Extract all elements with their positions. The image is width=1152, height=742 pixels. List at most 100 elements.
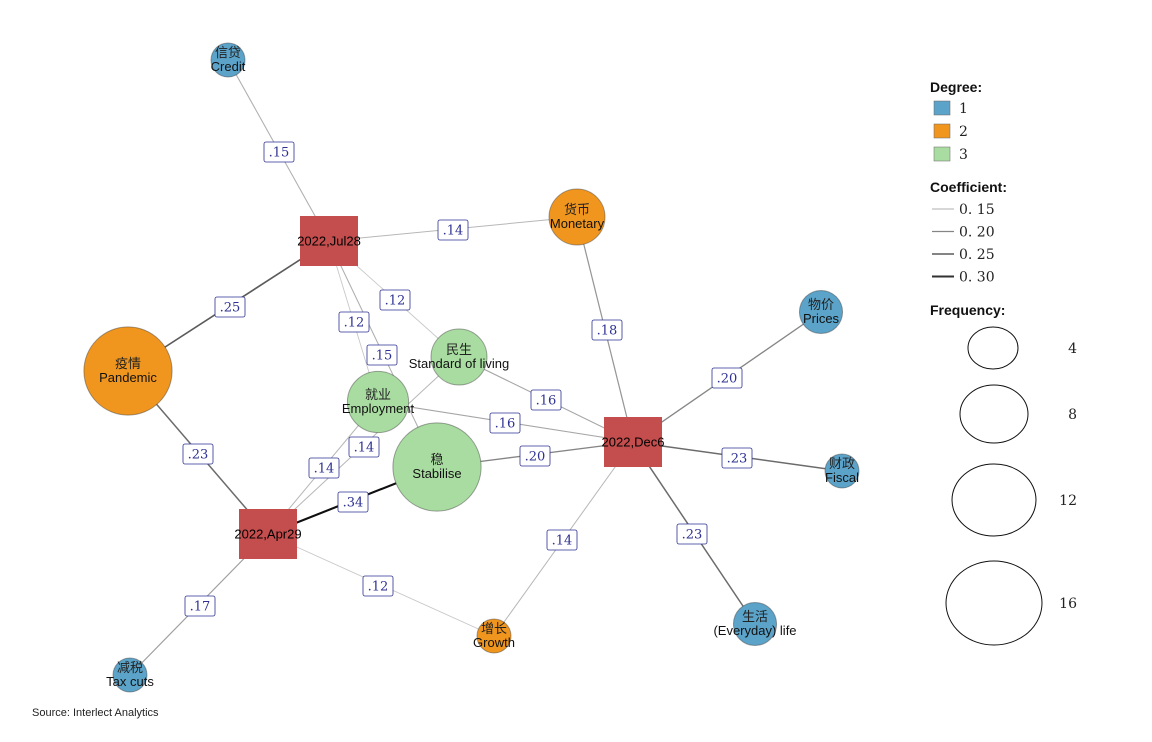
edge-label-text: .17 bbox=[190, 600, 211, 615]
date-node-label: 2022,Apr29 bbox=[234, 527, 301, 542]
edge-label: .14 bbox=[348, 436, 380, 458]
edge-label: .15 bbox=[366, 344, 398, 366]
edge-label: .23 bbox=[676, 523, 708, 545]
node-label-en: Growth bbox=[473, 635, 515, 650]
edge-label-text: .14 bbox=[354, 441, 375, 456]
edge-label-box bbox=[591, 319, 623, 341]
edge-labels-layer: .15.14.25.12.12.15.18.16.16.20.20.23.23.… bbox=[182, 141, 753, 617]
edge-label-box bbox=[214, 296, 246, 318]
node-circle bbox=[112, 657, 148, 693]
legend-coefficient-label: 0. 20 bbox=[959, 225, 995, 241]
edge-label-text: .23 bbox=[727, 452, 748, 467]
node-circle bbox=[392, 422, 482, 512]
edge-label-text: .23 bbox=[188, 448, 209, 463]
edge-label-box bbox=[530, 389, 562, 411]
edge-label-text: .12 bbox=[385, 294, 406, 309]
edge-label: .12 bbox=[379, 289, 411, 311]
node-label-en: Credit bbox=[211, 59, 246, 74]
edge-label-box bbox=[308, 457, 340, 479]
node-label-en: Stabilise bbox=[412, 466, 461, 481]
edge-label-box bbox=[337, 491, 369, 513]
date-node-label: 2022,Jul28 bbox=[297, 234, 361, 249]
edge-label-text: .15 bbox=[269, 146, 290, 161]
edge-label-box bbox=[379, 289, 411, 311]
node-label-zh: 财政 bbox=[829, 457, 855, 472]
node-label-en: Pandemic bbox=[99, 370, 157, 385]
date-node-jul28: 2022,Jul28 bbox=[297, 216, 361, 266]
date-node-square bbox=[604, 417, 662, 467]
legend-frequency-label: 12 bbox=[1059, 493, 1077, 509]
edge-label-box bbox=[348, 436, 380, 458]
edge-label: .23 bbox=[721, 447, 753, 469]
edge-label-text: .14 bbox=[552, 534, 573, 549]
node-circle bbox=[824, 453, 860, 489]
date-node-label: 2022,Dec6 bbox=[602, 435, 665, 450]
node-label-en: Employment bbox=[342, 401, 415, 416]
legend-degree-title: Degree: bbox=[930, 79, 982, 95]
legend-frequency-circle bbox=[959, 384, 1029, 444]
node-label-en: Prices bbox=[803, 311, 840, 326]
edge-label: .23 bbox=[182, 443, 214, 465]
legend-coefficient-title: Coefficient: bbox=[930, 179, 1007, 195]
edge-label-text: .18 bbox=[597, 324, 618, 339]
edge-label-text: .20 bbox=[717, 372, 738, 387]
node-label-zh: 增长 bbox=[481, 622, 507, 637]
edge-label-box bbox=[338, 311, 370, 333]
edge-label-text: .12 bbox=[344, 316, 365, 331]
node-label-en: Standard of living bbox=[409, 356, 509, 371]
edge-label: .12 bbox=[362, 575, 394, 597]
node-label-zh: 就业 bbox=[365, 388, 391, 403]
node-label-en: Tax cuts bbox=[106, 674, 154, 689]
node-label-en: Fiscal bbox=[825, 470, 859, 485]
node-label-zh: 物价 bbox=[808, 298, 834, 313]
source-note: Source: Interlect Analytics bbox=[32, 707, 159, 719]
date-node-apr29: 2022,Apr29 bbox=[234, 509, 302, 559]
edge-label: .20 bbox=[519, 445, 551, 467]
node-label-zh: 货币 bbox=[564, 202, 590, 218]
edge-label-box bbox=[721, 447, 753, 469]
legend-frequency-title: Frequency: bbox=[930, 302, 1005, 318]
node-label-en: Monetary bbox=[550, 216, 605, 231]
node-label-zh: 民生 bbox=[446, 343, 472, 358]
node-label-en: (Everyday) life bbox=[713, 623, 796, 638]
edge-label: .18 bbox=[591, 319, 623, 341]
edge-label-box bbox=[546, 529, 578, 551]
edge-label-box bbox=[676, 523, 708, 545]
edge-label-box bbox=[362, 575, 394, 597]
legend-coefficient-label: 0. 25 bbox=[959, 247, 995, 263]
edge-label-text: .12 bbox=[368, 580, 389, 595]
node-circle bbox=[798, 289, 844, 335]
legend-frequency-label: 8 bbox=[1068, 407, 1077, 423]
edge-label-box bbox=[519, 445, 551, 467]
node-circle bbox=[476, 618, 512, 654]
node-circle bbox=[732, 601, 778, 647]
node-label-zh: 疫情 bbox=[115, 356, 141, 372]
node-circle bbox=[548, 188, 606, 246]
legend-degree-swatch bbox=[933, 100, 951, 116]
edge-label-text: .16 bbox=[536, 394, 557, 409]
edge-label: .16 bbox=[489, 412, 521, 434]
legend-frequency-label: 4 bbox=[1068, 341, 1077, 357]
legend-frequency-label: 16 bbox=[1059, 596, 1077, 612]
edge-label-text: .20 bbox=[525, 450, 546, 465]
date-node-square bbox=[300, 216, 358, 266]
edge-label: .15 bbox=[263, 141, 295, 163]
node-circle bbox=[83, 326, 173, 416]
edge-label-box bbox=[263, 141, 295, 163]
node-circle bbox=[210, 42, 246, 78]
legend-degree-swatch bbox=[933, 123, 951, 139]
edge-label-text: .34 bbox=[343, 496, 364, 511]
node-label-zh: 稳 bbox=[430, 452, 443, 468]
edge-label: .25 bbox=[214, 296, 246, 318]
edge-label-text: .14 bbox=[314, 462, 335, 477]
